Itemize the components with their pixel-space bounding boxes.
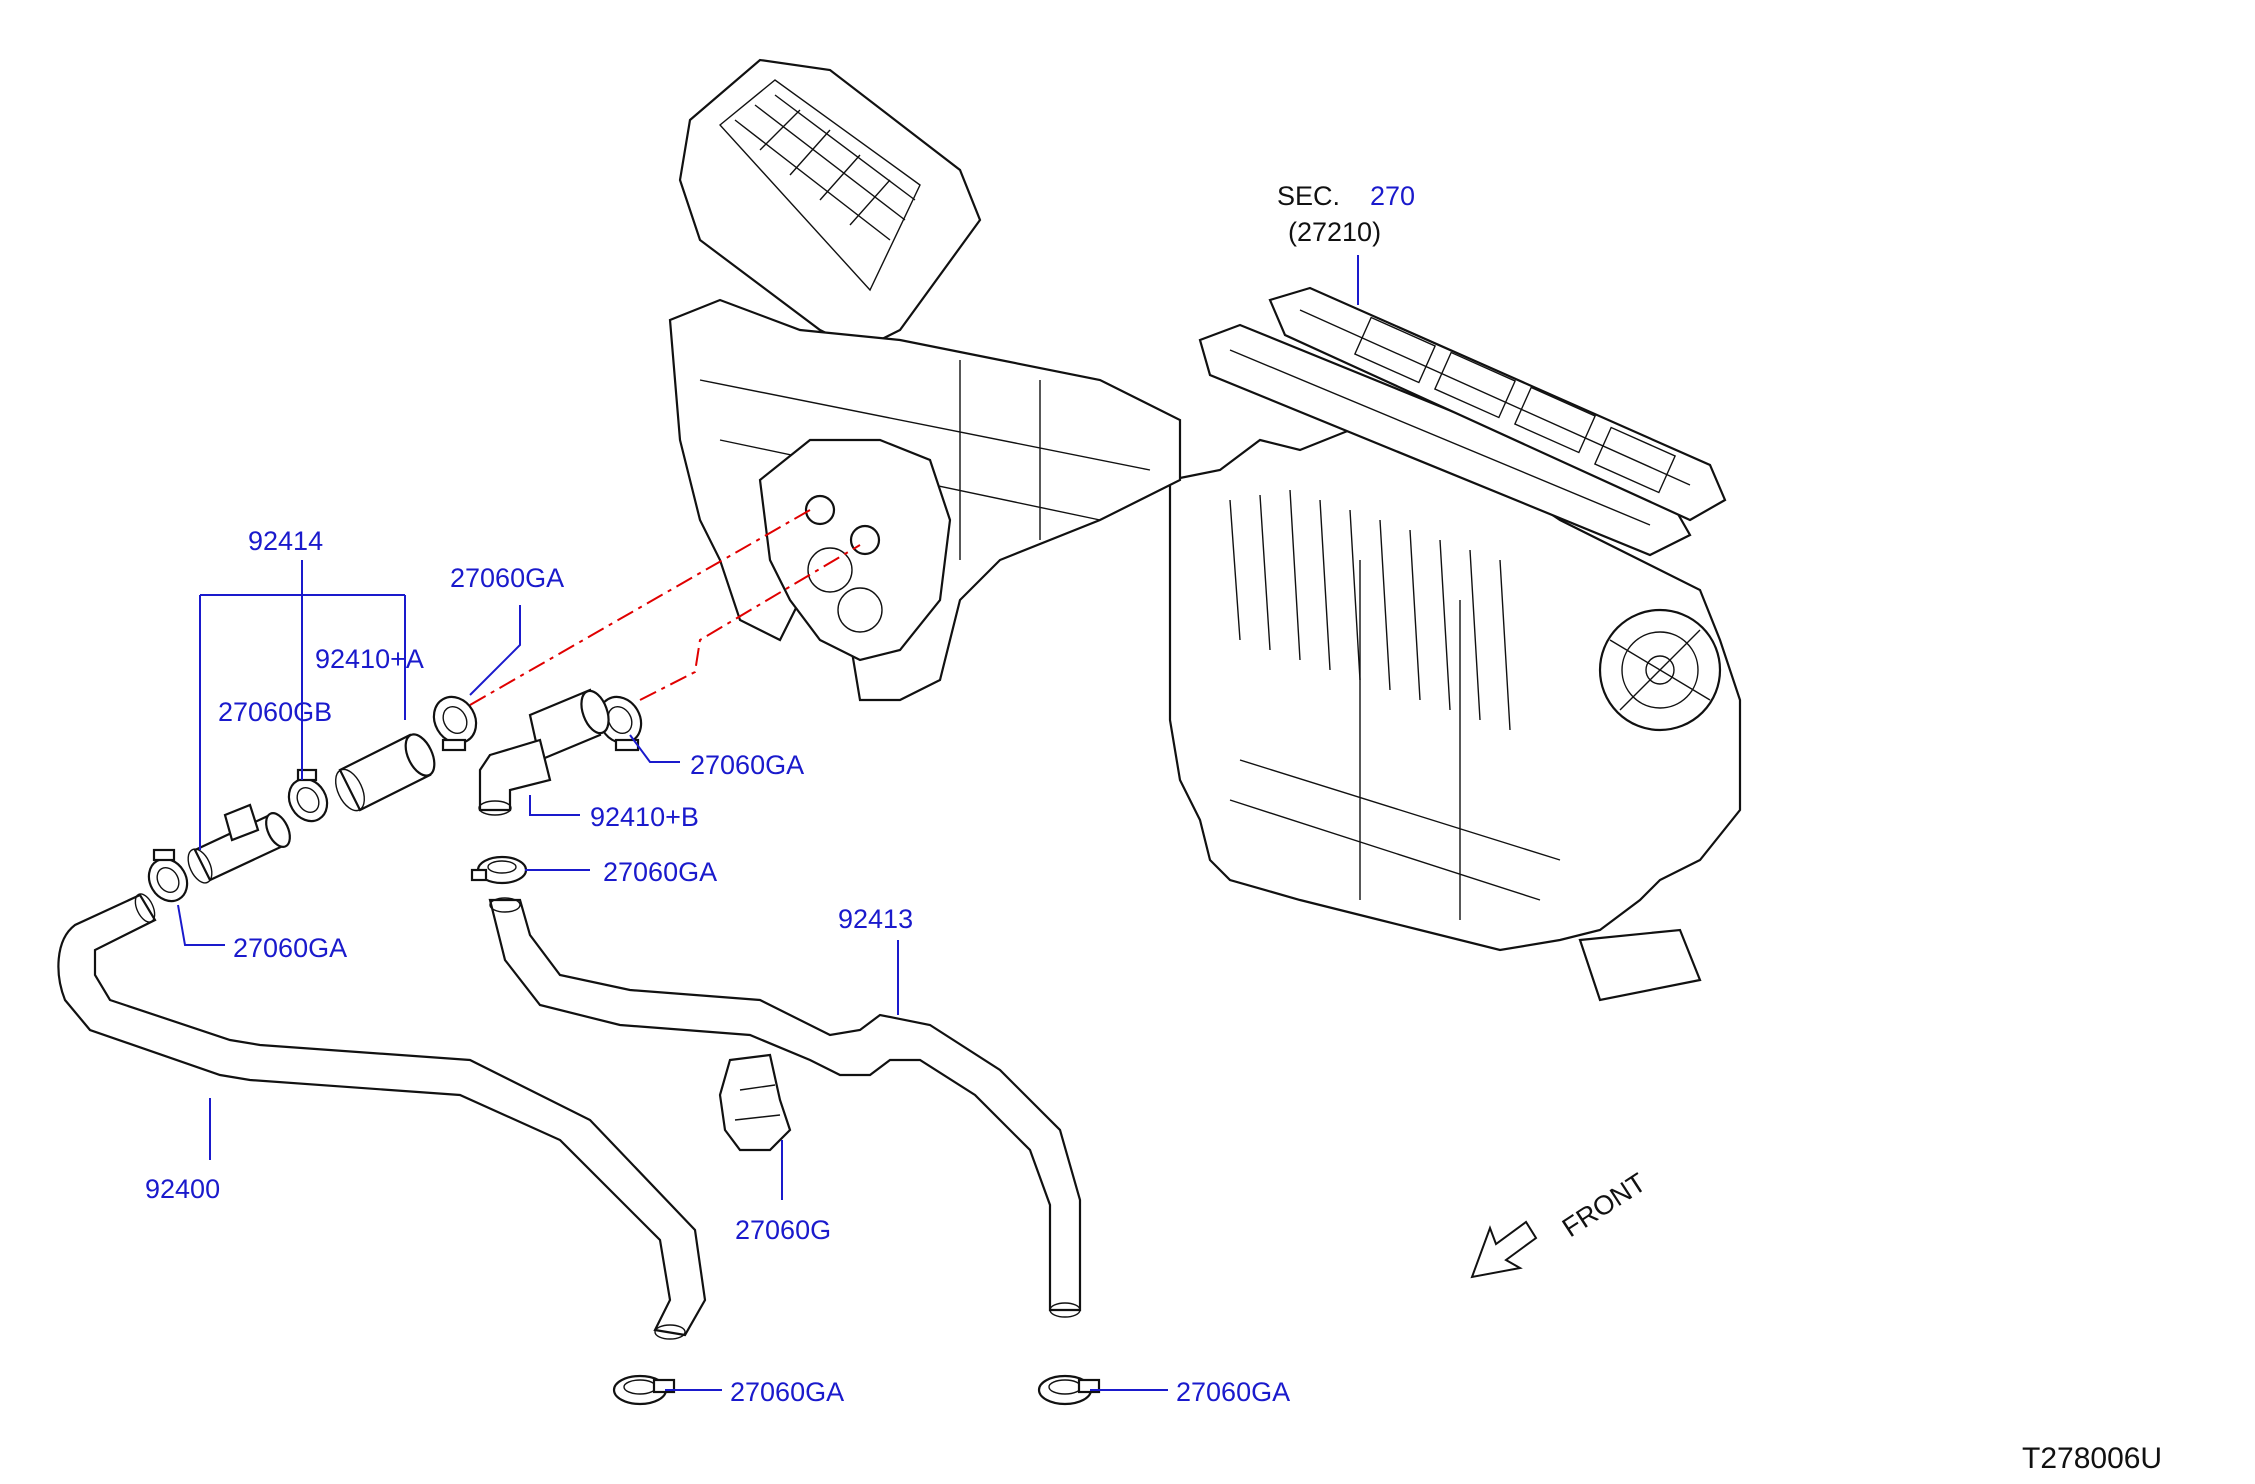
heater-hose-92413 bbox=[488, 897, 1082, 1318]
section-number-link[interactable]: 270 bbox=[1370, 181, 1415, 211]
label-27060ga-bottom-left[interactable]: 27060GA bbox=[730, 1377, 844, 1407]
connection-dashed-line-upper bbox=[469, 509, 811, 706]
label-27060ga-top[interactable]: 27060GA bbox=[450, 563, 564, 593]
label-92413[interactable]: 92413 bbox=[838, 904, 913, 934]
label-27060ga-mid[interactable]: 27060GA bbox=[603, 857, 717, 887]
label-27060ga-right[interactable]: 27060GA bbox=[690, 750, 804, 780]
label-27060ga-left[interactable]: 27060GA bbox=[233, 933, 347, 963]
front-direction-arrow-icon bbox=[1470, 1220, 1538, 1279]
leader-lines bbox=[177, 560, 1168, 1391]
clamp-27060gb bbox=[287, 768, 329, 823]
label-27060gb[interactable]: 27060GB bbox=[218, 697, 332, 727]
section-sub-reference: (27210) bbox=[1288, 217, 1381, 247]
heater-hose-92400 bbox=[57, 893, 707, 1340]
clamp-27060ga-left bbox=[147, 848, 189, 903]
clamp-27060ga-mid bbox=[470, 855, 528, 885]
hvac-heater-unit bbox=[668, 58, 1742, 1002]
clip-27060g bbox=[718, 1053, 792, 1152]
connection-dashed-line-lower bbox=[639, 544, 861, 701]
straight-hose-92410a bbox=[334, 733, 436, 812]
clamp-27060ga-top bbox=[432, 695, 478, 752]
label-27060ga-bottom-right[interactable]: 27060GA bbox=[1176, 1377, 1290, 1407]
section-prefix: SEC. bbox=[1277, 181, 1340, 211]
elbow-hose-92410b bbox=[478, 688, 610, 816]
label-92410a[interactable]: 92410+A bbox=[315, 644, 424, 674]
front-direction-label: FRONT bbox=[1557, 1167, 1651, 1243]
clamp-27060ga-bottom-left bbox=[612, 1374, 676, 1406]
label-92400[interactable]: 92400 bbox=[145, 1174, 220, 1204]
label-92414[interactable]: 92414 bbox=[248, 526, 323, 556]
figure-id: T278006U bbox=[2022, 1442, 2162, 1475]
label-27060g[interactable]: 27060G bbox=[735, 1215, 831, 1245]
label-92410b[interactable]: 92410+B bbox=[590, 802, 699, 832]
tee-joint-connector bbox=[187, 803, 291, 884]
